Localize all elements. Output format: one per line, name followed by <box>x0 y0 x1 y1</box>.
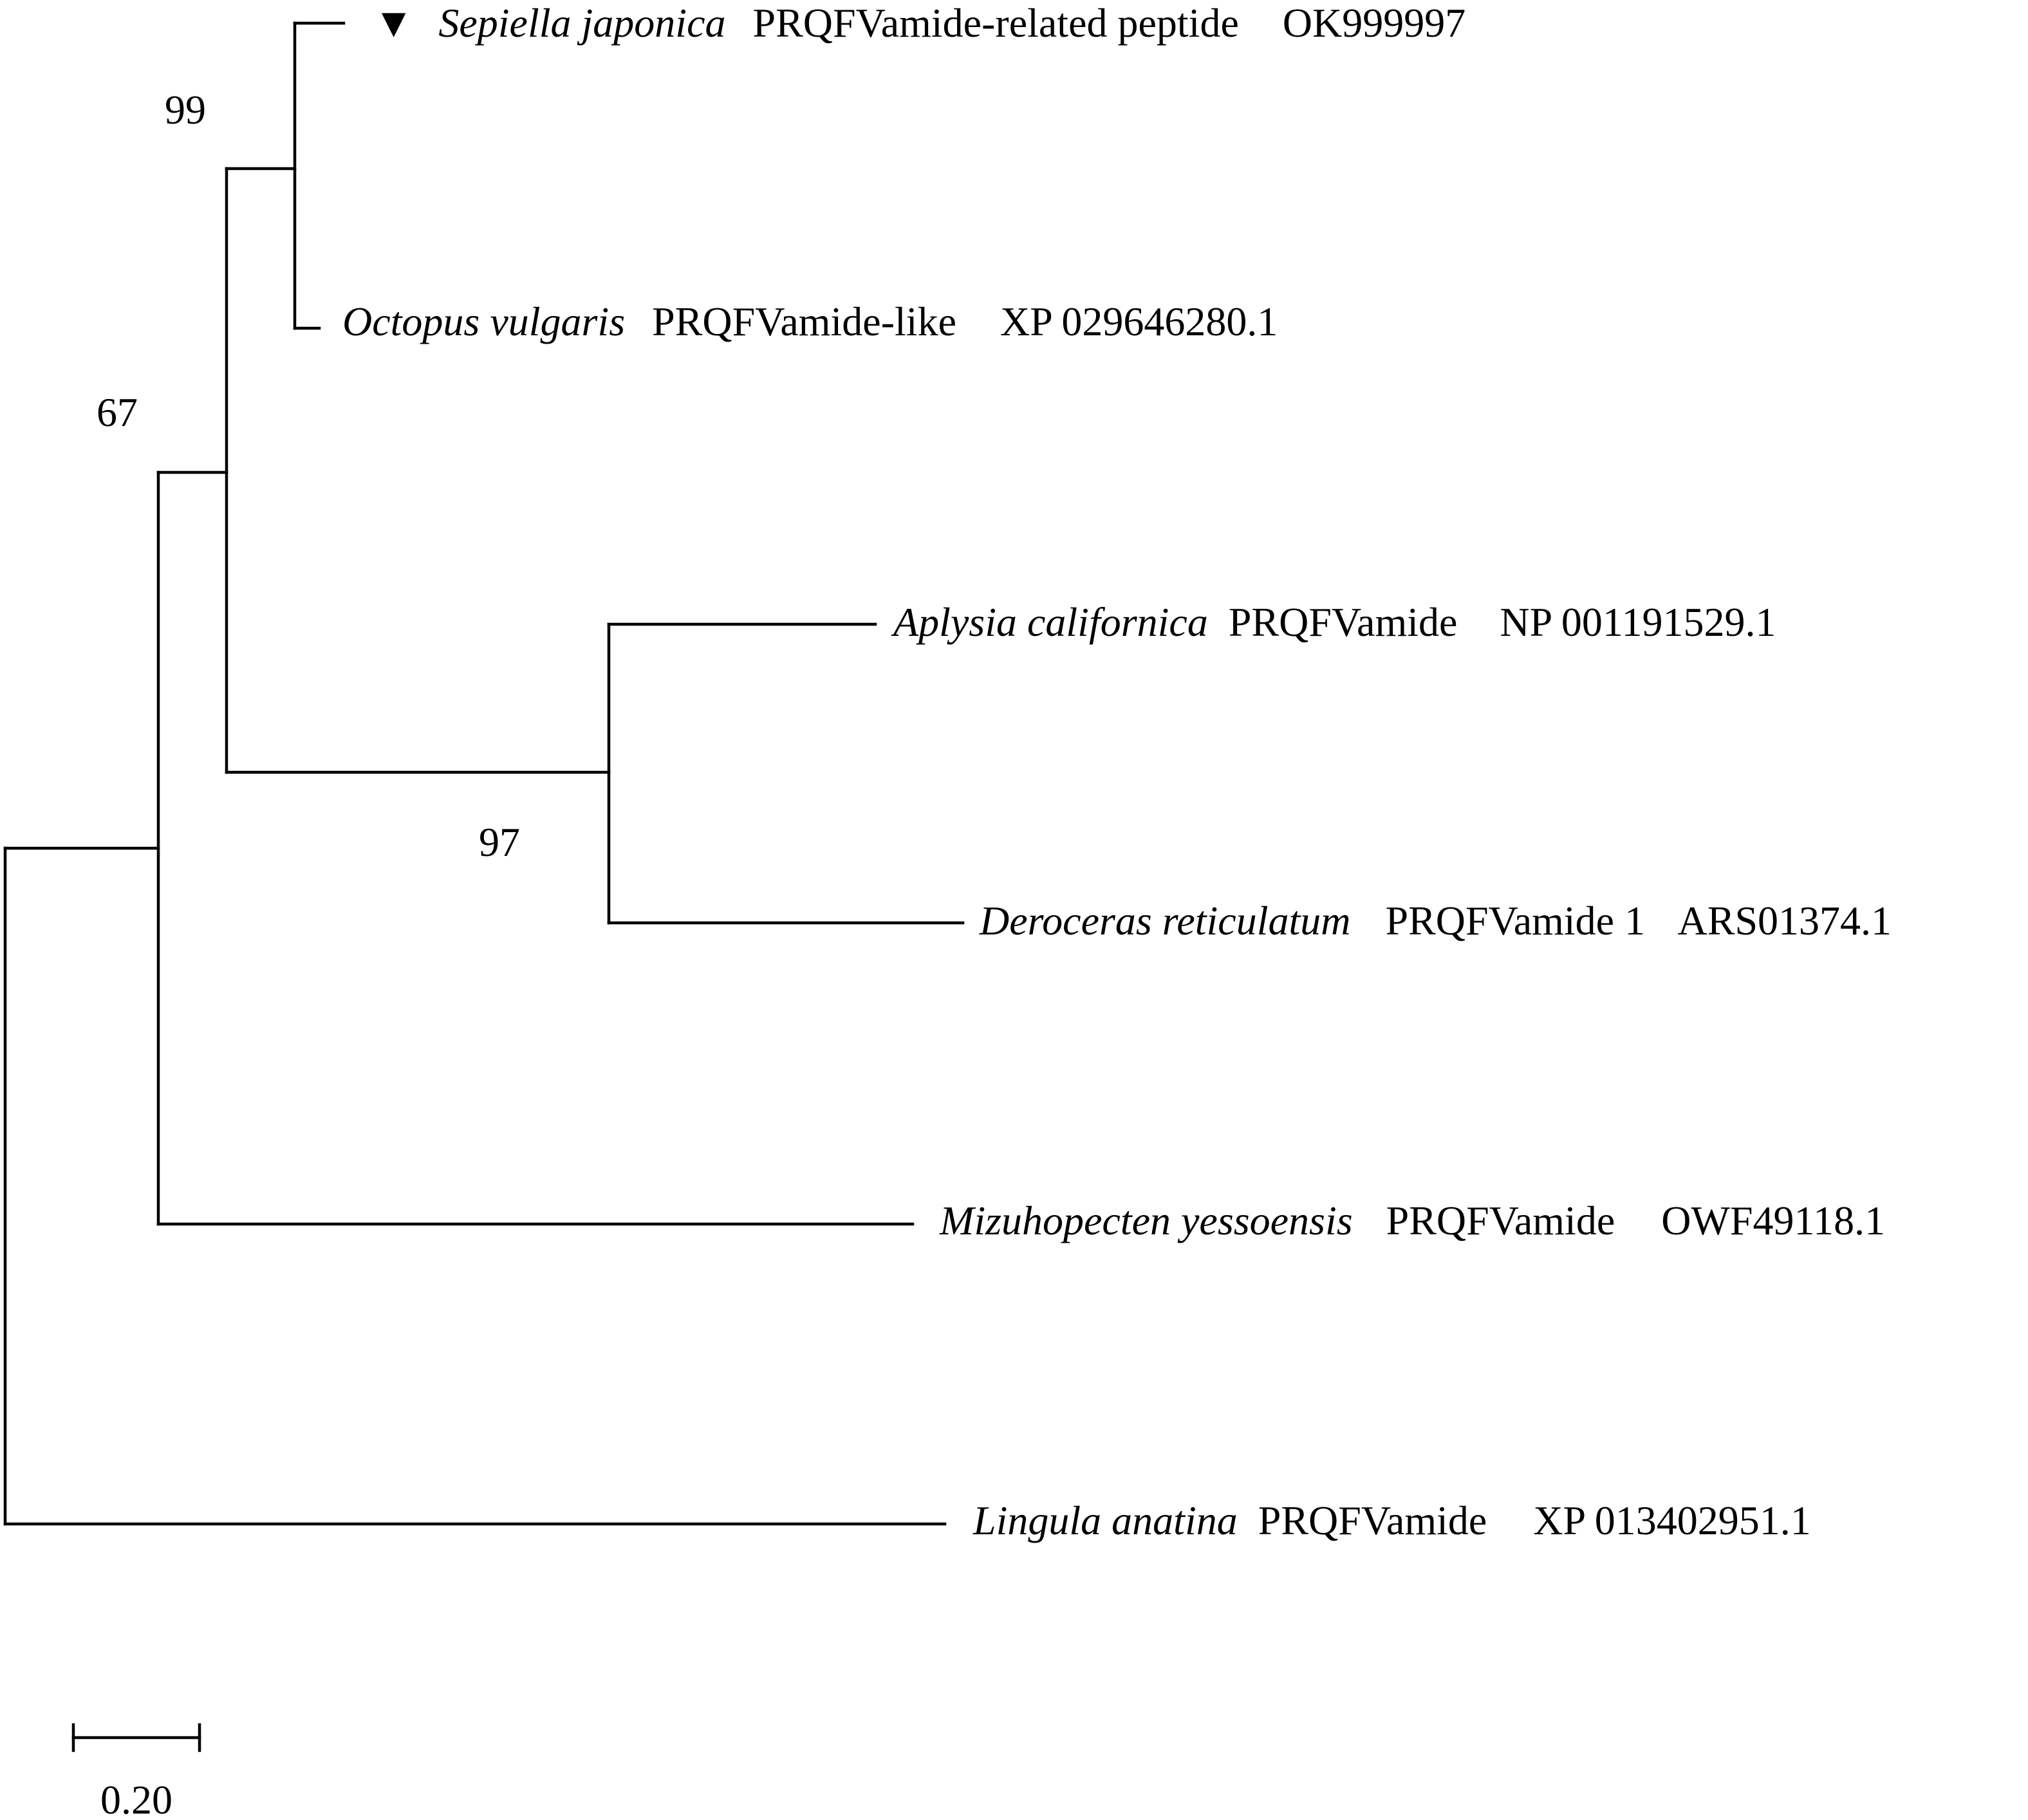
leaf-labels: ▼ Sepiella japonica PRQFVamide-related p… <box>342 0 1892 1543</box>
species-name: Mizuhopecten yessoensis <box>939 1198 1353 1243</box>
leaf-label-octopus: Octopus vulgaris PRQFVamide-like XP 0296… <box>342 299 1278 344</box>
peptide-name: PRQFVamide <box>1229 599 1458 645</box>
accession-number: NP 001191529.1 <box>1500 599 1776 645</box>
peptide-name: PRQFVamide <box>1386 1198 1615 1243</box>
leaf-label-aplysia: Aplysia californica PRQFVamide NP 001191… <box>891 599 1776 645</box>
scale-bar: 0.20 <box>71 1723 201 1820</box>
bootstrap-values: 99 67 97 <box>97 87 520 865</box>
leaf-label-lingula: Lingula anatina PRQFVamide XP 013402951.… <box>972 1498 1811 1543</box>
leaf-label-deroceras: Deroceras reticulatum PRQFVamide 1 ARS01… <box>979 898 1892 943</box>
bootstrap-inner-clade: 67 <box>97 389 138 435</box>
accession-number: XP 013402951.1 <box>1533 1498 1810 1543</box>
tree-branches <box>3 21 965 1526</box>
accession-number: OK999997 <box>1283 0 1465 46</box>
peptide-name: PRQFVamide-related peptide <box>752 0 1238 46</box>
scale-bar-label: 0.20 <box>100 1777 172 1820</box>
species-name: Sepiella japonica <box>438 0 725 46</box>
species-name: Aplysia californica <box>891 599 1208 645</box>
species-name: Octopus vulgaris <box>342 299 625 344</box>
species-name: Deroceras reticulatum <box>979 898 1350 943</box>
peptide-name: PRQFVamide 1 <box>1385 898 1645 943</box>
accession-number: XP 029646280.1 <box>1000 299 1278 344</box>
bootstrap-cephalopod-clade: 99 <box>165 87 206 133</box>
peptide-name: PRQFVamide <box>1258 1498 1487 1543</box>
accession-number: ARS01374.1 <box>1678 898 1892 943</box>
peptide-name: PRQFVamide-like <box>652 299 956 344</box>
reference-marker-icon: ▼ <box>373 0 414 46</box>
bootstrap-gastropod-clade: 97 <box>479 819 520 865</box>
leaf-label-mizuhopecten: Mizuhopecten yessoensis PRQFVamide OWF49… <box>939 1198 1885 1243</box>
accession-number: OWF49118.1 <box>1661 1198 1885 1243</box>
leaf-label-sepiella: ▼ Sepiella japonica PRQFVamide-related p… <box>373 0 1465 46</box>
species-name: Lingula anatina <box>972 1498 1238 1543</box>
